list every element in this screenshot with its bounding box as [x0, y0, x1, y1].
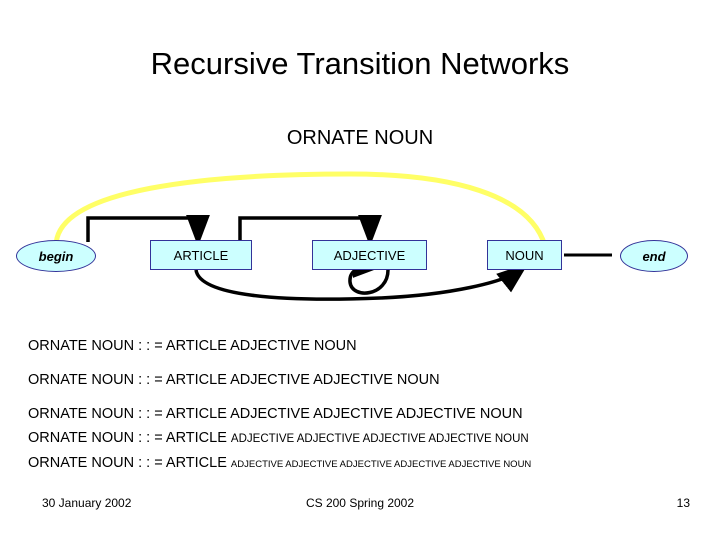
- edge-adjective-self-loop: [348, 254, 390, 295]
- rule-line: ORNATE NOUN : : = ARTICLE ADJECTIVE NOUN: [28, 338, 708, 355]
- edge-begin-to-noun-yellow: [53, 171, 548, 247]
- rule-line: ORNATE NOUN : : = ARTICLE ADJECTIVE ADJE…: [28, 372, 708, 389]
- footer-date: 30 January 2002: [42, 496, 132, 510]
- node-noun[interactable]: NOUN: [487, 240, 562, 270]
- rule-tail: ADJECTIVE ADJECTIVE ADJECTIVE ADJECTIVE …: [230, 433, 529, 446]
- node-adjective[interactable]: ADJECTIVE: [312, 240, 427, 270]
- node-article[interactable]: ARTICLE: [150, 240, 252, 270]
- footer-course: CS 200 Spring 2002: [305, 496, 415, 510]
- node-begin[interactable]: begin: [16, 240, 96, 272]
- node-article-label: ARTICLE: [173, 247, 229, 263]
- diagram-subtitle: ORNATE NOUN: [286, 127, 434, 149]
- rule-head: ORNATE NOUN : : = ARTICLE: [28, 430, 231, 447]
- footer-page-number: 13: [676, 496, 690, 510]
- grammar-rules: ORNATE NOUN : : = ARTICLE ADJECTIVE NOUN…: [28, 338, 708, 472]
- rule-tail: ADJECTIVE ADJECTIVE ADJECTIVE ADJECTIVE …: [230, 459, 532, 471]
- rule-head: ORNATE NOUN : : = ARTICLE ADJECTIVE ADJE…: [28, 405, 523, 422]
- diagram-edges: [53, 171, 612, 301]
- rule-line: ORNATE NOUN : : = ARTICLE ADJECTIVE ADJE…: [28, 406, 708, 423]
- edge-article-to-adjective: [238, 215, 382, 247]
- node-noun-label: NOUN: [505, 247, 544, 263]
- node-end-label: end: [642, 248, 666, 264]
- node-end[interactable]: end: [620, 240, 688, 272]
- page-title: Recursive Transition Networks: [150, 46, 570, 81]
- rtn-diagram: begin ARTICLE ADJECTIVE NOUN end: [0, 170, 720, 320]
- edge-begin-to-article: [86, 215, 210, 247]
- node-begin-label: begin: [38, 248, 74, 264]
- edge-article-to-noun-lower: [194, 263, 529, 301]
- rule-head: ORNATE NOUN : : = ARTICLE ADJECTIVE NOUN: [28, 338, 357, 354]
- node-adjective-label: ADJECTIVE: [333, 247, 406, 263]
- rule-head: ORNATE NOUN : : = ARTICLE: [28, 455, 231, 472]
- rule-line: ORNATE NOUN : : = ARTICLE ADJECTIVE ADJE…: [28, 455, 708, 472]
- rule-head: ORNATE NOUN : : = ARTICLE ADJECTIVE ADJE…: [28, 371, 440, 388]
- rule-line: ORNATE NOUN : : = ARTICLE ADJECTIVE ADJE…: [28, 430, 708, 447]
